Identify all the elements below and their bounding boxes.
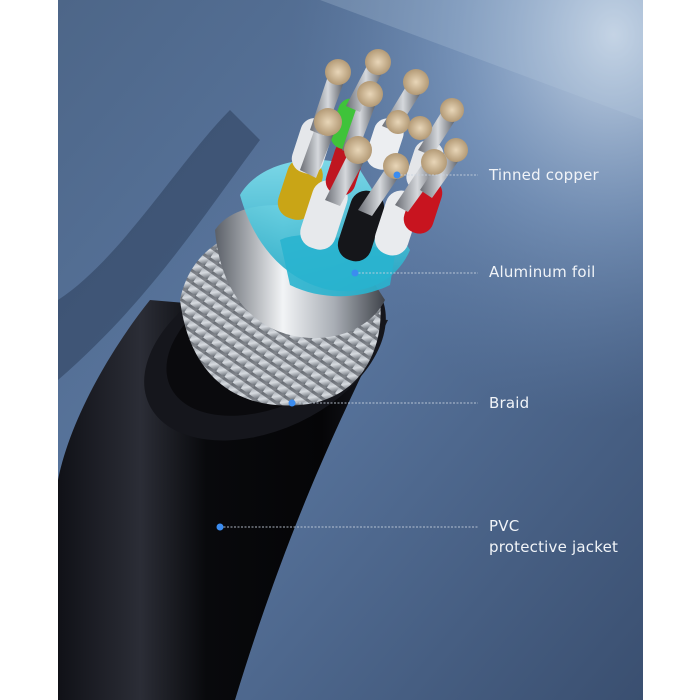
callout-pvc-jacket: PVC protective jacket xyxy=(489,516,618,558)
callout-text: Tinned copper xyxy=(489,166,599,184)
callout-leaders xyxy=(216,171,478,531)
cable-illustration-svg xyxy=(58,0,643,700)
callout-braid: Braid xyxy=(489,393,529,414)
callout-tinned-copper: Tinned copper xyxy=(489,165,599,186)
callout-text-line-1: PVC xyxy=(489,517,520,535)
copper-strands xyxy=(300,49,468,216)
callout-text: Aluminum foil xyxy=(489,263,596,281)
cable-cross-section-illustration xyxy=(58,0,643,700)
callout-text-line-2: protective jacket xyxy=(489,538,619,556)
callout-text: Braid xyxy=(489,394,530,412)
callout-aluminum-foil: Aluminum foil xyxy=(489,262,596,283)
